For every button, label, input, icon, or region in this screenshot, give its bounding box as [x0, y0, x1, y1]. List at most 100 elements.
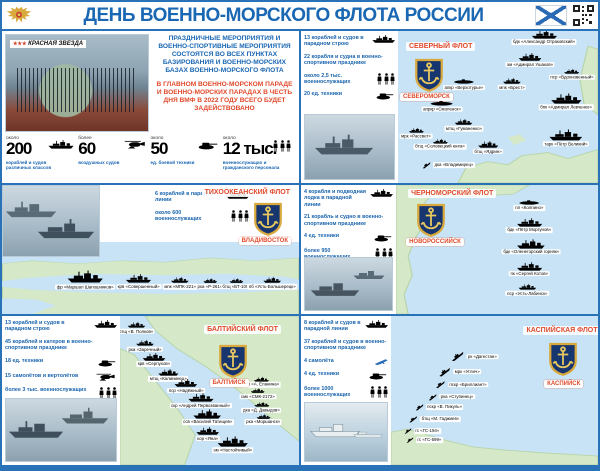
city-label: НОВОРОССИЙСК	[406, 237, 464, 246]
fleet-stat: 4 ед. техники	[304, 233, 393, 242]
boat-icon	[436, 381, 446, 389]
fleet-crest-icon	[549, 343, 578, 377]
fleet-stat: 20 ед. техники	[304, 91, 395, 100]
person-icon	[377, 72, 382, 85]
fleet-stat: 15 самолётов и вертолётов	[5, 373, 117, 381]
ships-layer: бдк «Александр Отраковский»эм «Адмирал У…	[398, 31, 598, 183]
tank-icon	[376, 93, 394, 100]
panel-northern-fleet: 13 кораблей и судов в парадном строю 22 к…	[301, 31, 598, 183]
ship-name: пср «Усть-Лабинск»	[505, 290, 549, 296]
tank-icon	[374, 235, 392, 242]
ship-marker: бпк «Адмирал Левченко»	[538, 93, 594, 111]
ship-icon	[136, 339, 154, 346]
fleet-stat: 4 корабля и подводная лодка в парадной л…	[304, 189, 393, 208]
fleet-stats: 4 корабля и подводная лодка в парадной л…	[301, 185, 396, 314]
ship-marker: пк «Сергей Котов»	[508, 261, 550, 277]
ship-marker: рка «Р-261»	[196, 278, 224, 290]
ship-marker: рка «Заречный»	[126, 339, 164, 352]
ship-icon	[550, 93, 582, 104]
fleet-stat-text: 8 кораблей и судов в парадной линии	[304, 320, 361, 333]
boat-icon	[422, 162, 431, 169]
ship-marker: мрк «Углич»	[437, 367, 482, 377]
ship-icon	[171, 277, 189, 284]
ship-marker: мтщ «Гуманенко»	[444, 119, 484, 132]
fleet-stat: 8 кораблей и судов в парадной линии	[304, 320, 388, 333]
person-icon	[112, 386, 117, 399]
fleet-stat-text: 6 кораблей в парадной линии	[155, 191, 217, 204]
ship-name: бтщ «Ядрин»	[472, 148, 504, 155]
ship-marker: фр «Маршал Шапошников»	[55, 270, 116, 290]
ship-marker: апркр «Смоленск»	[421, 100, 463, 112]
ship-name: тарк «Пётр Великий»	[542, 141, 590, 147]
ship-name: бтщ «Соловецкий юнга»	[413, 144, 467, 150]
ship-name: эм «Настойчивый»	[211, 447, 254, 454]
ship-icon	[250, 388, 265, 394]
stat-caption: кораблей и судов различных классов	[6, 160, 52, 171]
ship-name: дка «Д. Давыдов»	[241, 407, 282, 413]
ship-icon	[126, 274, 152, 284]
fleet-stat: 45 кораблей и катеров в военно-спортивно…	[5, 339, 117, 352]
panel-black-sea-fleet: 4 корабля и подводная лодка в парадной л…	[301, 185, 598, 314]
stats-list: 4 корабля и подводная лодка в парадной л…	[304, 189, 393, 261]
ship-marker: бтщ «Соловецкий юнга»	[413, 138, 467, 150]
fleet-title: БАЛТИЙСКИЙ ФЛОТ	[204, 324, 281, 334]
ship-name: рка «Р-261»	[196, 284, 224, 290]
ship-marker: мпк «МПК-221»	[162, 277, 198, 290]
stat-caption: ед. боевой техники	[150, 160, 195, 165]
ship-icon	[371, 35, 395, 43]
ship-marker: тарк «Пётр Великий»	[542, 128, 590, 147]
fleet-stat: 4 ед. техники	[304, 371, 388, 380]
boat-icon	[404, 428, 412, 434]
ship-name: пскр «В. Пикуль»	[425, 404, 464, 410]
ship-marker: пл «Колпино»	[513, 200, 545, 211]
ship-marker: рка «Моршанск»	[244, 413, 282, 425]
ship-name: смк «СМК-2172»	[239, 394, 277, 400]
header: ДЕНЬ ВОЕННО-МОРСКОГО ФЛОТА РОССИИ	[2, 2, 598, 29]
fleet-emblem	[414, 57, 444, 98]
ship-name: бдк «Пётр Моргунов»	[505, 227, 553, 233]
ship-name: скр «Андрей Первозванный»	[169, 402, 232, 409]
ships-layer: фр «Маршал Шапошников»крв «Совершенный»м…	[2, 242, 299, 314]
person-icon	[99, 386, 104, 399]
ship-name: пл «Колпино»	[513, 205, 545, 211]
ship-icon	[93, 320, 117, 328]
ship-icon	[196, 427, 220, 435]
fleet-stat-text: 37 кораблей и судов в военно-спортивном …	[304, 338, 387, 352]
ship-name: рка «Моршанск»	[244, 419, 282, 425]
tank-icon	[98, 360, 116, 367]
fleet-stat: 13 кораблей и судов в парадном строю	[304, 35, 395, 48]
ship-icon	[503, 78, 521, 85]
ship-marker: крв «Совершенный»	[116, 274, 162, 290]
fleet-stat-text: 21 корабль и судно в военно-спортивном п…	[304, 214, 384, 227]
fleet-emblem	[253, 201, 283, 242]
stat-value: 200	[6, 139, 32, 158]
ship-icon	[432, 138, 448, 144]
intro-stats-row: около 200 кораблей и судов различных класс…	[6, 134, 295, 180]
fleet-map: БАЛТИЙСКИЙ ФЛОТ БАЛТИЙСК ртщ «В. Полков»…	[117, 316, 299, 465]
krasnaya-zvezda-logo: ★★★ КРАСНАЯ ЗВЕЗДА	[10, 40, 87, 48]
ship-icon	[369, 189, 393, 197]
fleet-stat-text: 22 корабля и судна в военно-спортивном п…	[304, 53, 383, 67]
stat-prefix: около	[222, 136, 236, 141]
fleet-stat-text: 20 ед. техники	[304, 91, 343, 98]
submarine-icon	[453, 79, 475, 84]
ship-marker: мпк «Брест»	[497, 78, 527, 91]
stars-icon: ★★★	[13, 41, 27, 47]
ship-marker: пскр «В. Пикуль»	[414, 404, 464, 411]
intro-text: ПРАЗДНИЧНЫЕ МЕРОПРИЯТИЯ И ВОЕННО-СПОРТИВ…	[154, 35, 295, 113]
ship-name: ртщ «В. Полков»	[117, 328, 155, 334]
ship-icon	[202, 278, 217, 284]
ship-marker: дка «Д. Давыдов»	[241, 401, 282, 413]
stat-prefix: около	[150, 136, 164, 141]
ship-icon	[67, 270, 103, 283]
fleet-title: КАСПИЙСКАЯ ФЛОТИЛИЯ	[523, 326, 598, 336]
city-label: ВЛАДИВОСТОК	[238, 236, 291, 245]
fleet-stat: около 600 военнослужащих	[155, 210, 249, 223]
ship-marker: ртщ «В. Полков»	[117, 321, 155, 334]
ship-name: бдк «Александр Отраковский»	[511, 39, 577, 45]
ship-marker: бтк «А. Еланина»	[242, 376, 281, 388]
ship-name: пк «Сергей Котов»	[508, 271, 550, 277]
